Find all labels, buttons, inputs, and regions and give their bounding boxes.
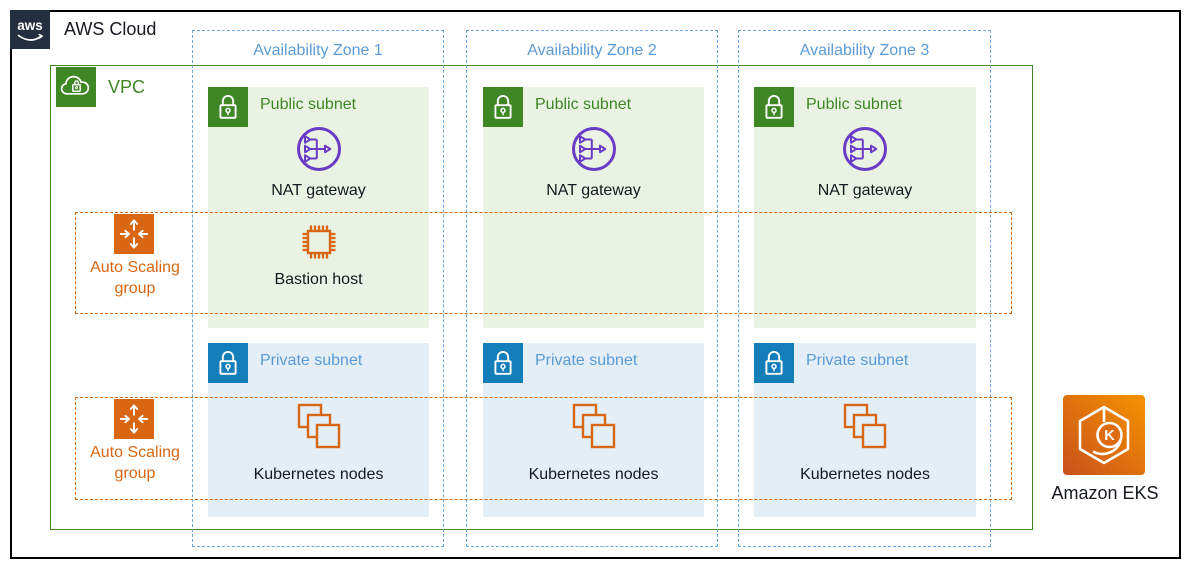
public-subnet-label: Public subnet — [535, 96, 632, 113]
nat-gateway-caption: NAT gateway — [271, 182, 366, 199]
private-subnet-label: Private subnet — [535, 352, 638, 369]
kubernetes-nodes-caption: Kubernetes nodes — [800, 466, 930, 483]
kubernetes-nodes-caption: Kubernetes nodes — [253, 466, 384, 483]
auto-scaling-label-line2: group — [114, 280, 156, 297]
public-subnet-lock-icon — [208, 87, 248, 127]
kubernetes-nodes-icon — [836, 400, 894, 458]
availability-zone-3-title: Availability Zone 3 — [799, 42, 930, 59]
kubernetes-nodes-icon — [290, 400, 348, 458]
private-subnet-lock-icon — [754, 343, 794, 383]
private-subnet-az2: Private subnet Kubernetes nodes — [483, 343, 704, 517]
private-subnet-label: Private subnet — [806, 352, 909, 369]
vpc-label: VPC — [108, 77, 146, 97]
private-subnet-az3: Private subnet Kubernetes nodes — [754, 343, 976, 517]
nat-gateway-icon — [569, 124, 619, 174]
vpc-group-border — [50, 65, 1033, 530]
public-subnet-az1: Public subnet NAT gateway — [208, 87, 429, 328]
public-subnet-label: Public subnet — [260, 96, 357, 113]
auto-scaling-icon — [114, 399, 154, 439]
private-subnet-label: Private subnet — [260, 352, 363, 369]
nat-gateway-icon — [840, 124, 890, 174]
vpc-cloud-lock-icon — [56, 67, 96, 107]
bastion-host-chip-icon — [295, 218, 343, 266]
aws-logo-text: aws — [17, 18, 43, 33]
kubernetes-nodes-icon — [565, 400, 623, 458]
auto-scaling-group-label: Auto Scaling group — [74, 442, 196, 484]
auto-scaling-group-label: Auto Scaling group — [74, 257, 196, 299]
amazon-eks-icon: K — [1063, 395, 1145, 475]
availability-zone-3: Availability Zone 3 — [738, 30, 991, 547]
public-subnet-az2: Public subnet NAT gateway — [483, 87, 704, 328]
private-subnet-lock-icon — [483, 343, 523, 383]
public-subnet-label: Public subnet — [806, 96, 903, 113]
auto-scaling-label-line1: Auto Scaling — [90, 259, 180, 276]
nat-gateway-icon — [294, 124, 344, 174]
availability-zone-2: Availability Zone 2 — [466, 30, 718, 547]
nat-gateway-caption: NAT gateway — [817, 182, 913, 199]
kubernetes-nodes-caption: Kubernetes nodes — [528, 466, 659, 483]
aws-cloud-group-border — [10, 10, 1181, 559]
auto-scaling-label-line1: Auto Scaling — [90, 444, 180, 461]
public-subnet-lock-icon — [483, 87, 523, 127]
aws-logo-icon: aws — [10, 10, 50, 49]
nat-gateway-caption: NAT gateway — [546, 182, 641, 199]
private-subnet-lock-icon — [208, 343, 248, 383]
bastion-host-caption: Bastion host — [274, 271, 363, 288]
private-subnet-az1: Private subnet Kubernetes nodes — [208, 343, 429, 517]
amazon-eks-label: Amazon EKS — [1051, 483, 1159, 503]
auto-scaling-group-nodes: Auto Scaling group — [75, 397, 1012, 500]
auto-scaling-label-line2: group — [114, 465, 156, 482]
auto-scaling-group-bastion: Auto Scaling group — [75, 212, 1012, 314]
availability-zone-1: Availability Zone 1 — [192, 30, 444, 547]
public-subnet-az3: Public subnet NAT gateway — [754, 87, 976, 328]
auto-scaling-icon — [114, 214, 154, 254]
aws-cloud-label: AWS Cloud — [64, 19, 157, 39]
availability-zone-2-title: Availability Zone 2 — [527, 42, 657, 59]
public-subnet-lock-icon — [754, 87, 794, 127]
availability-zone-1-title: Availability Zone 1 — [253, 42, 383, 59]
eks-k-glyph: K — [1104, 428, 1115, 444]
